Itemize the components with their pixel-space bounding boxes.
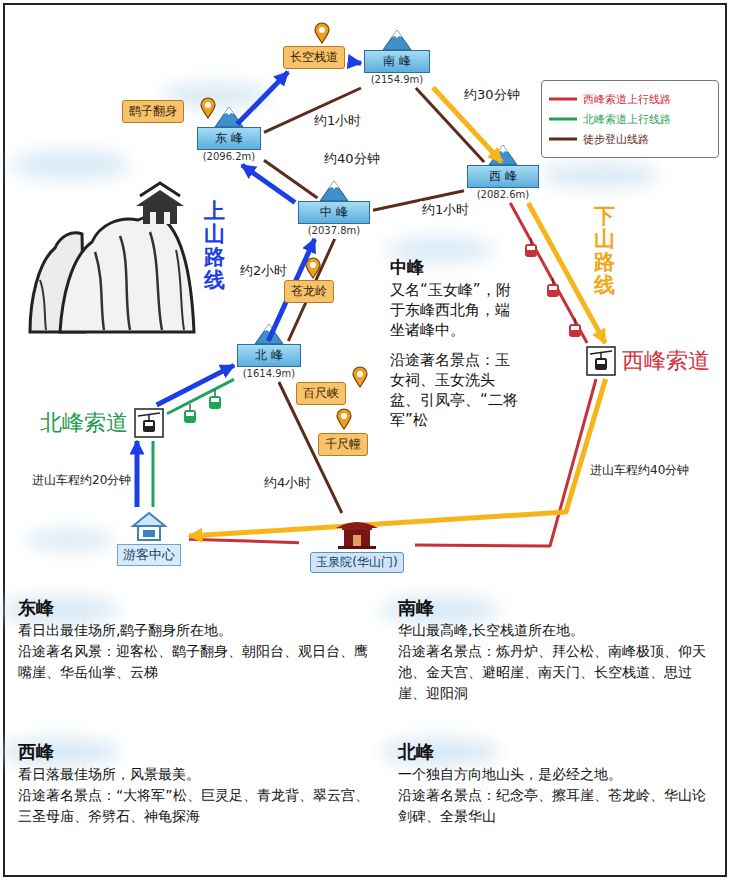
route-line: [510, 203, 587, 343]
legend-line: [548, 95, 578, 103]
panel-heading: 西峰: [18, 740, 54, 764]
node-label: 游客中心: [117, 544, 181, 566]
legend-box: 西峰索道上行线路北峰索道上行线路徒步登山线路: [541, 80, 719, 158]
route-arrow: [237, 72, 288, 124]
route-title: 下山路线: [594, 205, 615, 297]
panel-text: 沿途著名景点：炼丹炉、拜公松、南峰极顶、仰天池、金天宫、避昭崖、南天门、长空栈道…: [398, 641, 718, 704]
node-label: 北 峰: [237, 344, 301, 367]
temple-gate-icon: [334, 516, 380, 550]
route-arrow: [157, 365, 234, 405]
legend-label: 徒步登山线路: [583, 132, 649, 147]
scenic-spot: 千尺幢: [318, 433, 368, 456]
icon: [334, 516, 380, 550]
cableway-station: 北峰索道: [40, 408, 164, 438]
clouds: [0, 83, 660, 766]
peak-box: 西 峰(2082.6m): [467, 165, 539, 200]
legend-item: 西峰索道上行线路: [548, 89, 712, 109]
icon: [129, 510, 169, 542]
duration-label: 约40分钟: [322, 150, 382, 168]
legend-label: 北峰索道上行线路: [583, 112, 671, 127]
duration-label: 约2小时: [238, 262, 289, 280]
panel-text: 沿途著名景点：纪念亭、擦耳崖、苍龙岭、华山论剑碑、全景华山: [398, 785, 718, 827]
panel-text: 沿途著名景点：玉女祠、玉女洗头盆、引凤亭、“二将军”松: [390, 350, 522, 430]
route-title: 上山路线: [204, 200, 225, 292]
altitude-label: (2037.8m): [298, 225, 370, 236]
duration-label: 进山车程约20分钟: [30, 472, 133, 489]
legend-line: [548, 135, 578, 143]
altitude-label: (2154.9m): [364, 74, 430, 85]
peak-box: 东 峰(2096.2m): [197, 127, 261, 162]
route-line: [152, 441, 155, 507]
panel-heading: 中峰: [390, 256, 424, 279]
node-label: 百尺峡: [296, 382, 346, 405]
altitude-label: (2096.2m): [197, 151, 261, 162]
peak-box: 南 峰(2154.9m): [364, 50, 430, 85]
peak-box: 北 峰(1614.9m): [237, 344, 301, 379]
node-label: 鹞子翻身: [122, 100, 184, 123]
duration-label: 约1小时: [312, 112, 363, 130]
node-label: 西 峰: [467, 165, 539, 188]
legend-item: 徒步登山线路: [548, 129, 712, 149]
panel-heading: 南峰: [398, 596, 434, 620]
scenic-spot: 长空栈道: [283, 46, 345, 69]
huashan-illustration: [30, 183, 194, 332]
node-label: 长空栈道: [283, 46, 345, 69]
node-label: 千尺幢: [318, 433, 368, 456]
route-line: [264, 160, 317, 198]
route-arrow: [242, 165, 295, 202]
node-label: 北峰索道: [40, 408, 128, 438]
icon: [134, 408, 164, 438]
legend-item: 北峰索道上行线路: [548, 109, 712, 129]
legend-label: 西峰索道上行线路: [583, 92, 671, 107]
route-line: [189, 539, 299, 542]
panel-text: 一个独自方向地山头，是必经之地。: [398, 764, 718, 785]
panel-text: 又名“玉女峰”，附于东峰西北角，端坐诸峰中。: [390, 280, 522, 340]
visitor-center-icon: [129, 510, 169, 542]
node-label: 玉泉院(华山门): [310, 552, 403, 573]
node-label: 东 峰: [197, 127, 261, 150]
node-label: 南 峰: [364, 50, 430, 73]
duration-label: 约30分钟: [462, 86, 522, 104]
cable-cars: [184, 238, 581, 423]
panel-heading: 北峰: [398, 740, 434, 764]
route-arrow: [528, 203, 605, 343]
visitor-center: 游客中心: [112, 510, 186, 566]
icon: [586, 346, 616, 376]
route-arrow: [135, 441, 140, 507]
legend-line: [548, 115, 578, 123]
panel-text: 沿途著名景点：“大将军”松、巨灵足、青龙背、翠云宫、三圣母庙、斧劈石、神龟探海: [18, 785, 378, 827]
panel-text: 看日出最佳场所,鹞子翻身所在地。: [18, 620, 378, 641]
node-label: 西峰索道: [622, 346, 710, 376]
node-label: 苍龙岭: [284, 280, 334, 303]
altitude-label: (2082.6m): [467, 189, 539, 200]
cableway-station: 西峰索道: [586, 346, 710, 376]
duration-label: 进山车程约40分钟: [588, 462, 691, 479]
scenic-spot: 百尺峡: [296, 382, 346, 405]
panel-heading: 东峰: [18, 596, 54, 620]
duration-label: 约1小时: [420, 201, 471, 219]
node-label: 中 峰: [298, 201, 370, 224]
park-gate: 玉泉院(华山门): [302, 516, 412, 573]
cable-car-icon: [586, 346, 616, 376]
route-arrow: [348, 62, 361, 64]
altitude-label: (1614.9m): [237, 368, 301, 379]
peak-box: 中 峰(2037.8m): [298, 201, 370, 236]
duration-label: 约4小时: [262, 474, 313, 492]
panel-text: 看日落最佳场所，风景最美。: [18, 764, 378, 785]
panel-text: 华山最高峰,长空栈道所在地。: [398, 620, 718, 641]
cable-car-icon: [134, 408, 164, 438]
scenic-spot: 苍龙岭: [284, 280, 334, 303]
panel-text: 沿途著名风景：迎客松、鹞子翻身、朝阳台、观日台、鹰嘴崖、华岳仙掌、云梯: [18, 641, 378, 683]
scenic-spot: 鹞子翻身: [122, 100, 184, 123]
